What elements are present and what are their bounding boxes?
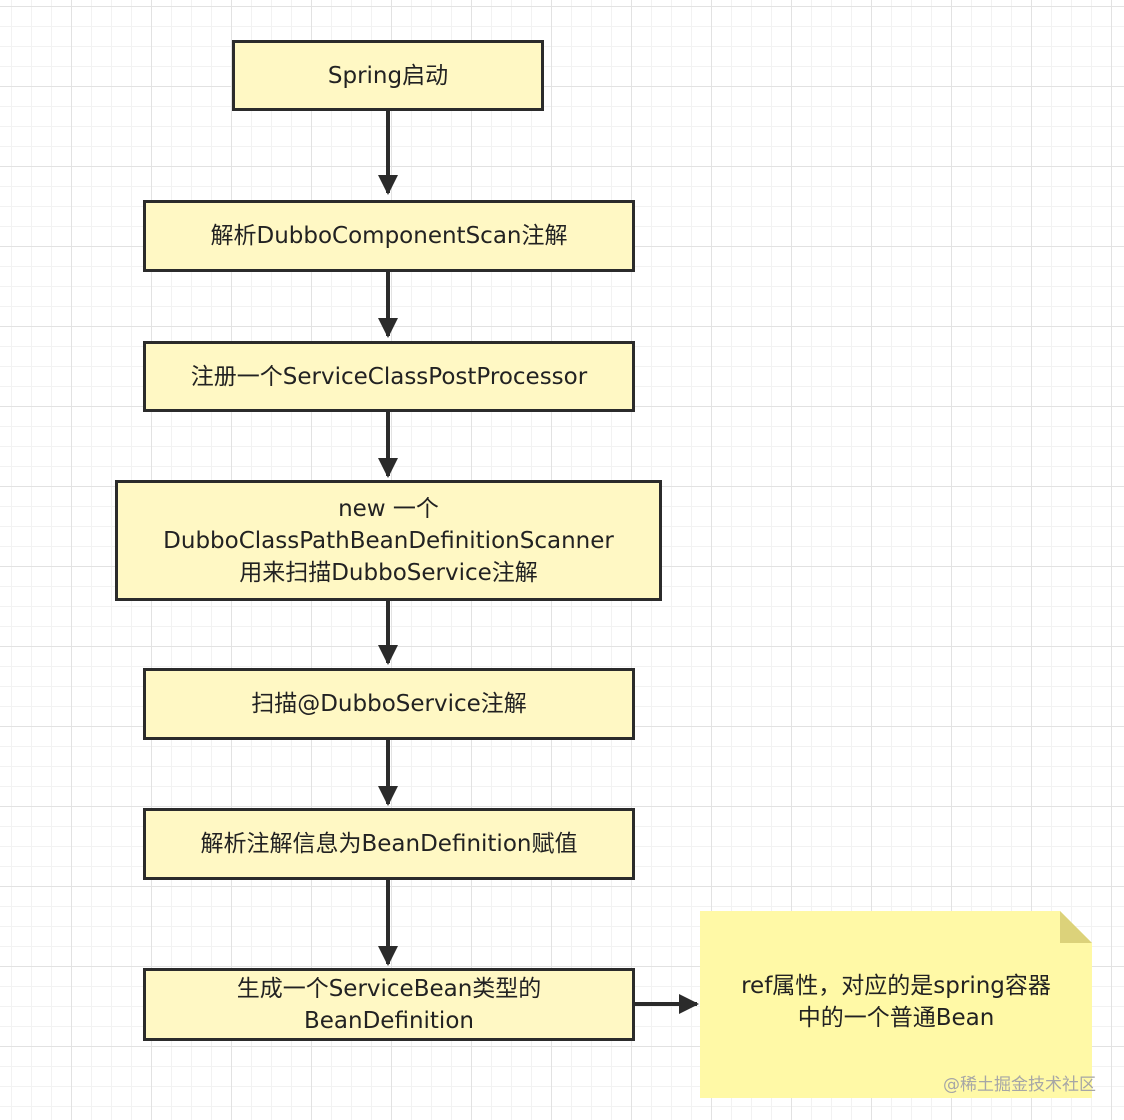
sticky-note-text: ref属性，对应的是spring容器 中的一个普通Bean <box>700 970 1092 1034</box>
node-label-line-1: 生成一个ServiceBean类型的 <box>236 975 542 1002</box>
node-label: Spring启动 <box>327 62 449 89</box>
node-label-line-2: BeanDefinition <box>304 1007 474 1034</box>
node-label: 解析注解信息为BeanDefinition赋值 <box>200 831 578 857</box>
node-spring-start[interactable]: Spring启动 <box>232 40 544 111</box>
node-new-scanner[interactable]: new 一个 DubboClassPathBeanDefinitionScann… <box>115 480 662 601</box>
node-label-line-1: new 一个 <box>338 495 439 522</box>
note-line-1: ref属性，对应的是spring容器 <box>741 973 1051 999</box>
node-label-line-3: 用来扫描DubboService注解 <box>239 559 538 586</box>
node-label: 注册一个ServiceClassPostProcessor <box>190 363 588 390</box>
node-scan-annotation[interactable]: 扫描@DubboService注解 <box>143 668 635 740</box>
node-parse-info[interactable]: 解析注解信息为BeanDefinition赋值 <box>143 808 635 880</box>
node-label-line-2: DubboClassPathBeanDefinitionScanner <box>163 527 614 554</box>
node-label: 解析DubboComponentScan注解 <box>210 223 568 249</box>
watermark: @稀土掘金技术社区 <box>943 1075 1096 1095</box>
node-label: 扫描@DubboService注解 <box>251 691 527 717</box>
node-register-processor[interactable]: 注册一个ServiceClassPostProcessor <box>143 341 635 412</box>
node-parse-scan[interactable]: 解析DubboComponentScan注解 <box>143 200 635 272</box>
node-generate-bean[interactable]: 生成一个ServiceBean类型的 BeanDefinition <box>143 968 635 1041</box>
note-line-2: 中的一个普通Bean <box>797 1005 995 1031</box>
sticky-note[interactable] <box>700 911 1092 1098</box>
